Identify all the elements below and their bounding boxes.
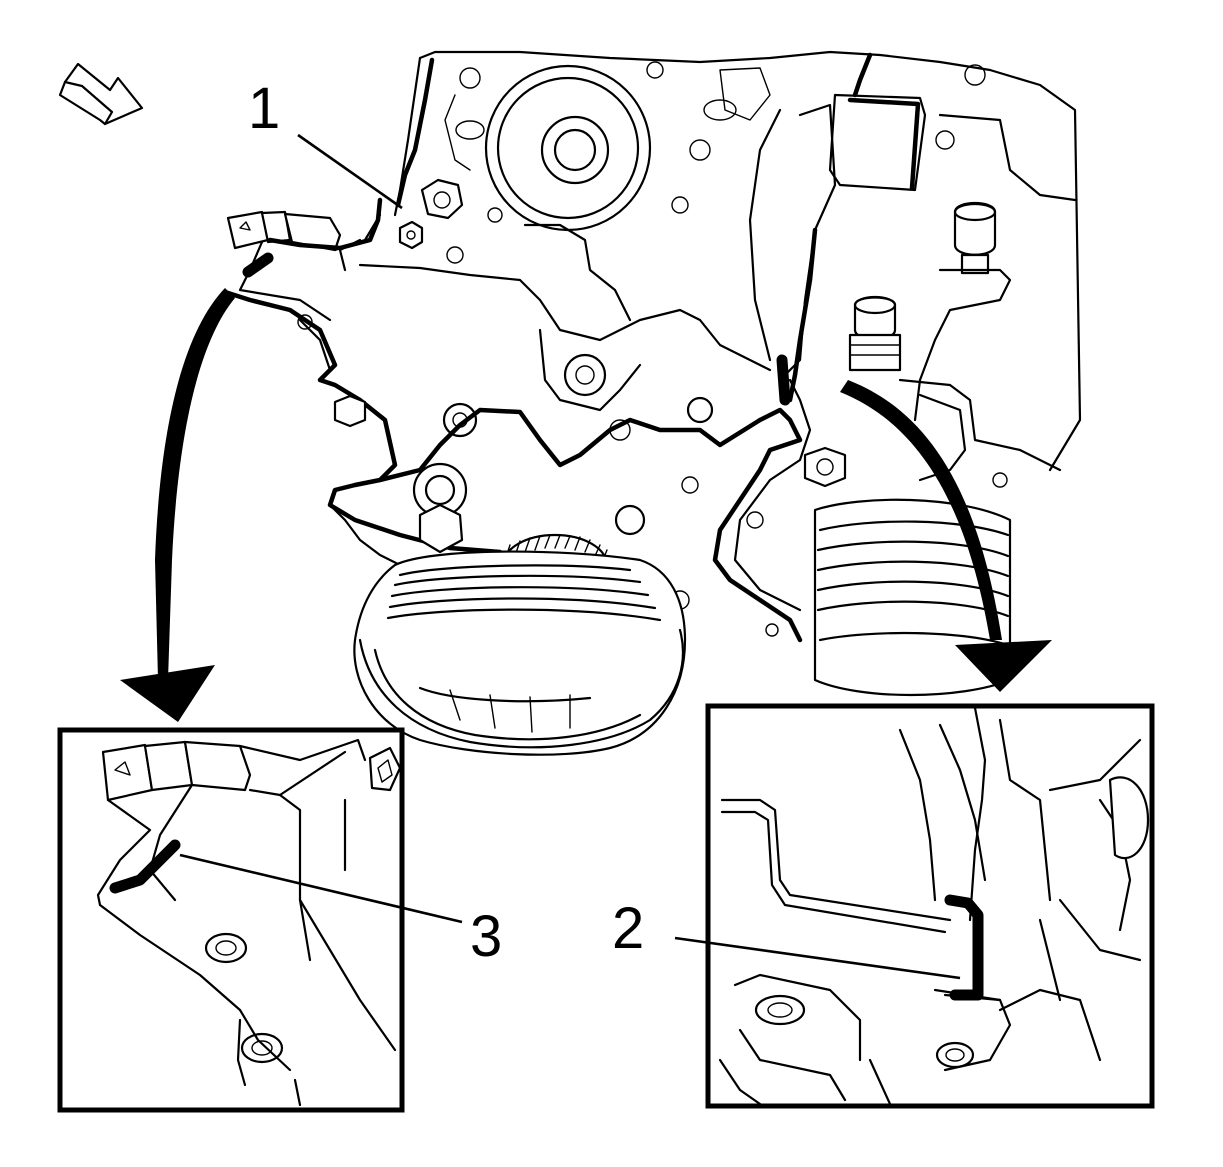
callout-number-1: 1 <box>248 76 280 141</box>
callout-3: 3 <box>179 853 502 969</box>
mount-stud <box>848 295 902 372</box>
detail-pointer-arrow-icon <box>120 288 235 722</box>
callout-2: 2 <box>612 896 961 980</box>
sealant-bead-left <box>242 252 274 278</box>
callout-number-3: 3 <box>470 904 502 969</box>
sealant-bead-detail-2 <box>944 894 984 1001</box>
view-direction-arrow-icon <box>58 62 144 126</box>
detail-pointer-arrow-icon <box>840 380 1052 692</box>
detail-inset-left <box>57 727 405 1113</box>
callout-1: 1 <box>248 76 403 251</box>
callout-number-2: 2 <box>612 896 644 961</box>
sealant-bead-right <box>776 354 791 406</box>
sealant-bead-detail-3 <box>109 839 181 894</box>
engine-mount-bolt <box>913 201 1012 422</box>
engine-block-view <box>222 50 1082 756</box>
detail-inset-right <box>705 703 1155 1109</box>
crankshaft-pulley <box>353 550 687 756</box>
